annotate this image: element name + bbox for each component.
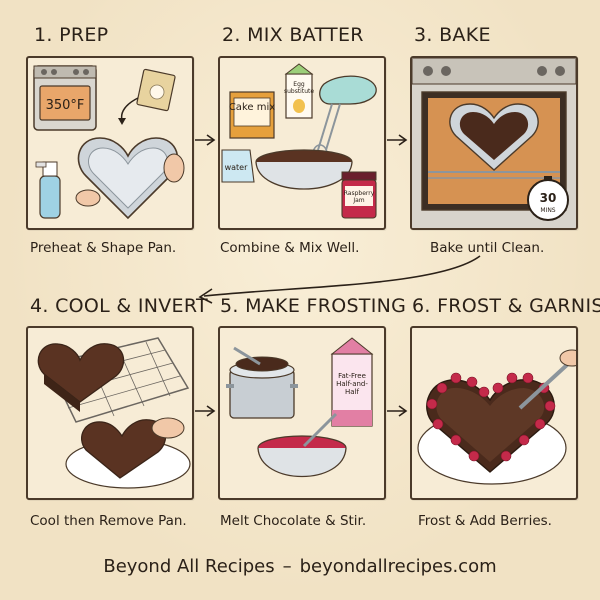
step-4-title: 4. COOL & INVERT (30, 295, 208, 317)
cake-mix-label: Cake mix (229, 102, 275, 113)
arrow-right-icon (387, 134, 408, 146)
brand-name: Beyond All Recipes (103, 556, 275, 577)
heart-cake-icon (37, 343, 125, 412)
frosting-bowl-icon (257, 412, 347, 477)
cake-mix-box-icon (229, 91, 275, 139)
step-6-caption: Frost & Add Berries. (418, 513, 552, 529)
step-3-panel: 30 MINS (410, 56, 578, 230)
egg-substitute-carton-icon (284, 63, 314, 119)
hand-mixer-icon (312, 75, 377, 164)
step-1-title: 1. PREP (34, 24, 109, 46)
frost-garnish-illustration (417, 349, 576, 485)
hand-icon (163, 153, 185, 183)
step-5-title: 5. MAKE FROSTING (220, 295, 407, 317)
frosted-heart-cake-icon (426, 379, 555, 473)
step-2-title: 2. MIX BATTER (222, 24, 364, 46)
arrow-right-icon (195, 405, 216, 417)
double-boiler-icon (226, 346, 298, 419)
footer-separator: – (282, 556, 292, 577)
hand-icon (151, 417, 185, 439)
oven-icon (33, 65, 97, 131)
spray-bottle-icon (35, 161, 61, 219)
arrow-right-icon (195, 134, 216, 146)
step-4-panel (26, 326, 194, 500)
half-and-half-carton-icon (330, 337, 374, 427)
spatula-icon (518, 349, 576, 410)
cake-mix-packet-icon (136, 68, 176, 112)
raspberry-jam-jar-icon (341, 171, 377, 219)
heart-cake-in-pan-icon (449, 103, 539, 171)
timer-value: 30 (540, 191, 557, 205)
raspberry-icon (426, 372, 556, 462)
mixing-bowl-icon (255, 149, 353, 190)
arrow-right-icon (387, 405, 408, 417)
cool-invert-illustration (37, 337, 191, 489)
oven-icon (412, 58, 576, 228)
hand-icon (75, 189, 101, 207)
website-url: beyondallrecipes.com (299, 556, 497, 577)
step-6-panel (410, 326, 578, 500)
step-5-caption: Melt Chocolate & Stir. (220, 513, 367, 529)
footer: Beyond All Recipes–beyondallrecipes.com (0, 556, 600, 577)
step-3-title: 3. BAKE (414, 24, 491, 46)
step-2-caption: Combine & Mix Well. (220, 240, 360, 256)
oven-temperature: 350°F (46, 98, 85, 113)
curved-arrow-icon (120, 97, 139, 121)
arrow-next-row-icon (198, 255, 481, 304)
step-1-caption: Preheat & Shape Pan. (30, 240, 177, 256)
water-jug-icon (221, 149, 255, 183)
bake-illustration: 30 MINS (412, 58, 576, 228)
timer-unit: MINS (540, 207, 555, 214)
timer-icon (527, 176, 569, 221)
step-4-caption: Cool then Remove Pan. (30, 513, 187, 529)
heart-pan-icon (77, 137, 179, 220)
step-3-caption: Bake until Clean. (430, 240, 545, 256)
step-1-panel: 350°F (26, 56, 194, 230)
water-label: water (225, 163, 249, 172)
step-6-title: 6. FROST & GARNISH (412, 295, 600, 317)
prep-illustration: 350°F (33, 65, 185, 220)
